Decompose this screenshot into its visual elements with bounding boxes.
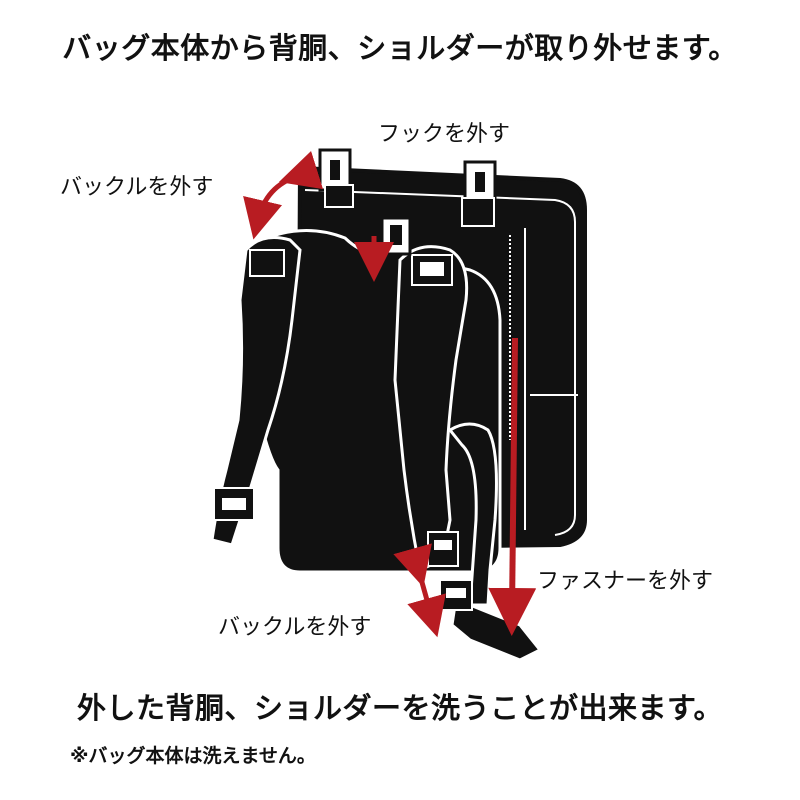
shoulder-strap-left [210,236,302,547]
buckle-bottom-arrow [393,543,446,638]
hook-right [461,160,497,227]
label-buckle-bottom: バックルを外す [218,615,372,640]
buckle-top-arrow [243,150,324,240]
label-buckle-top: バックルを外す [60,175,214,200]
note-text: ※バッグ本体は洗えません。 [70,745,316,767]
headline: バッグ本体から背胴、ショルダーが取り外せます。 [62,31,738,65]
label-zipper: ファスナーを外す [537,569,714,594]
zipper-arrow [488,337,537,636]
center-hook [380,216,412,256]
shoulder-strap-right [393,245,543,662]
footer-caption: 外した背胴、ショルダーを洗うことが出来ます。 [76,691,724,725]
hook-left [318,148,354,208]
label-hook: フックを外す [378,122,511,147]
